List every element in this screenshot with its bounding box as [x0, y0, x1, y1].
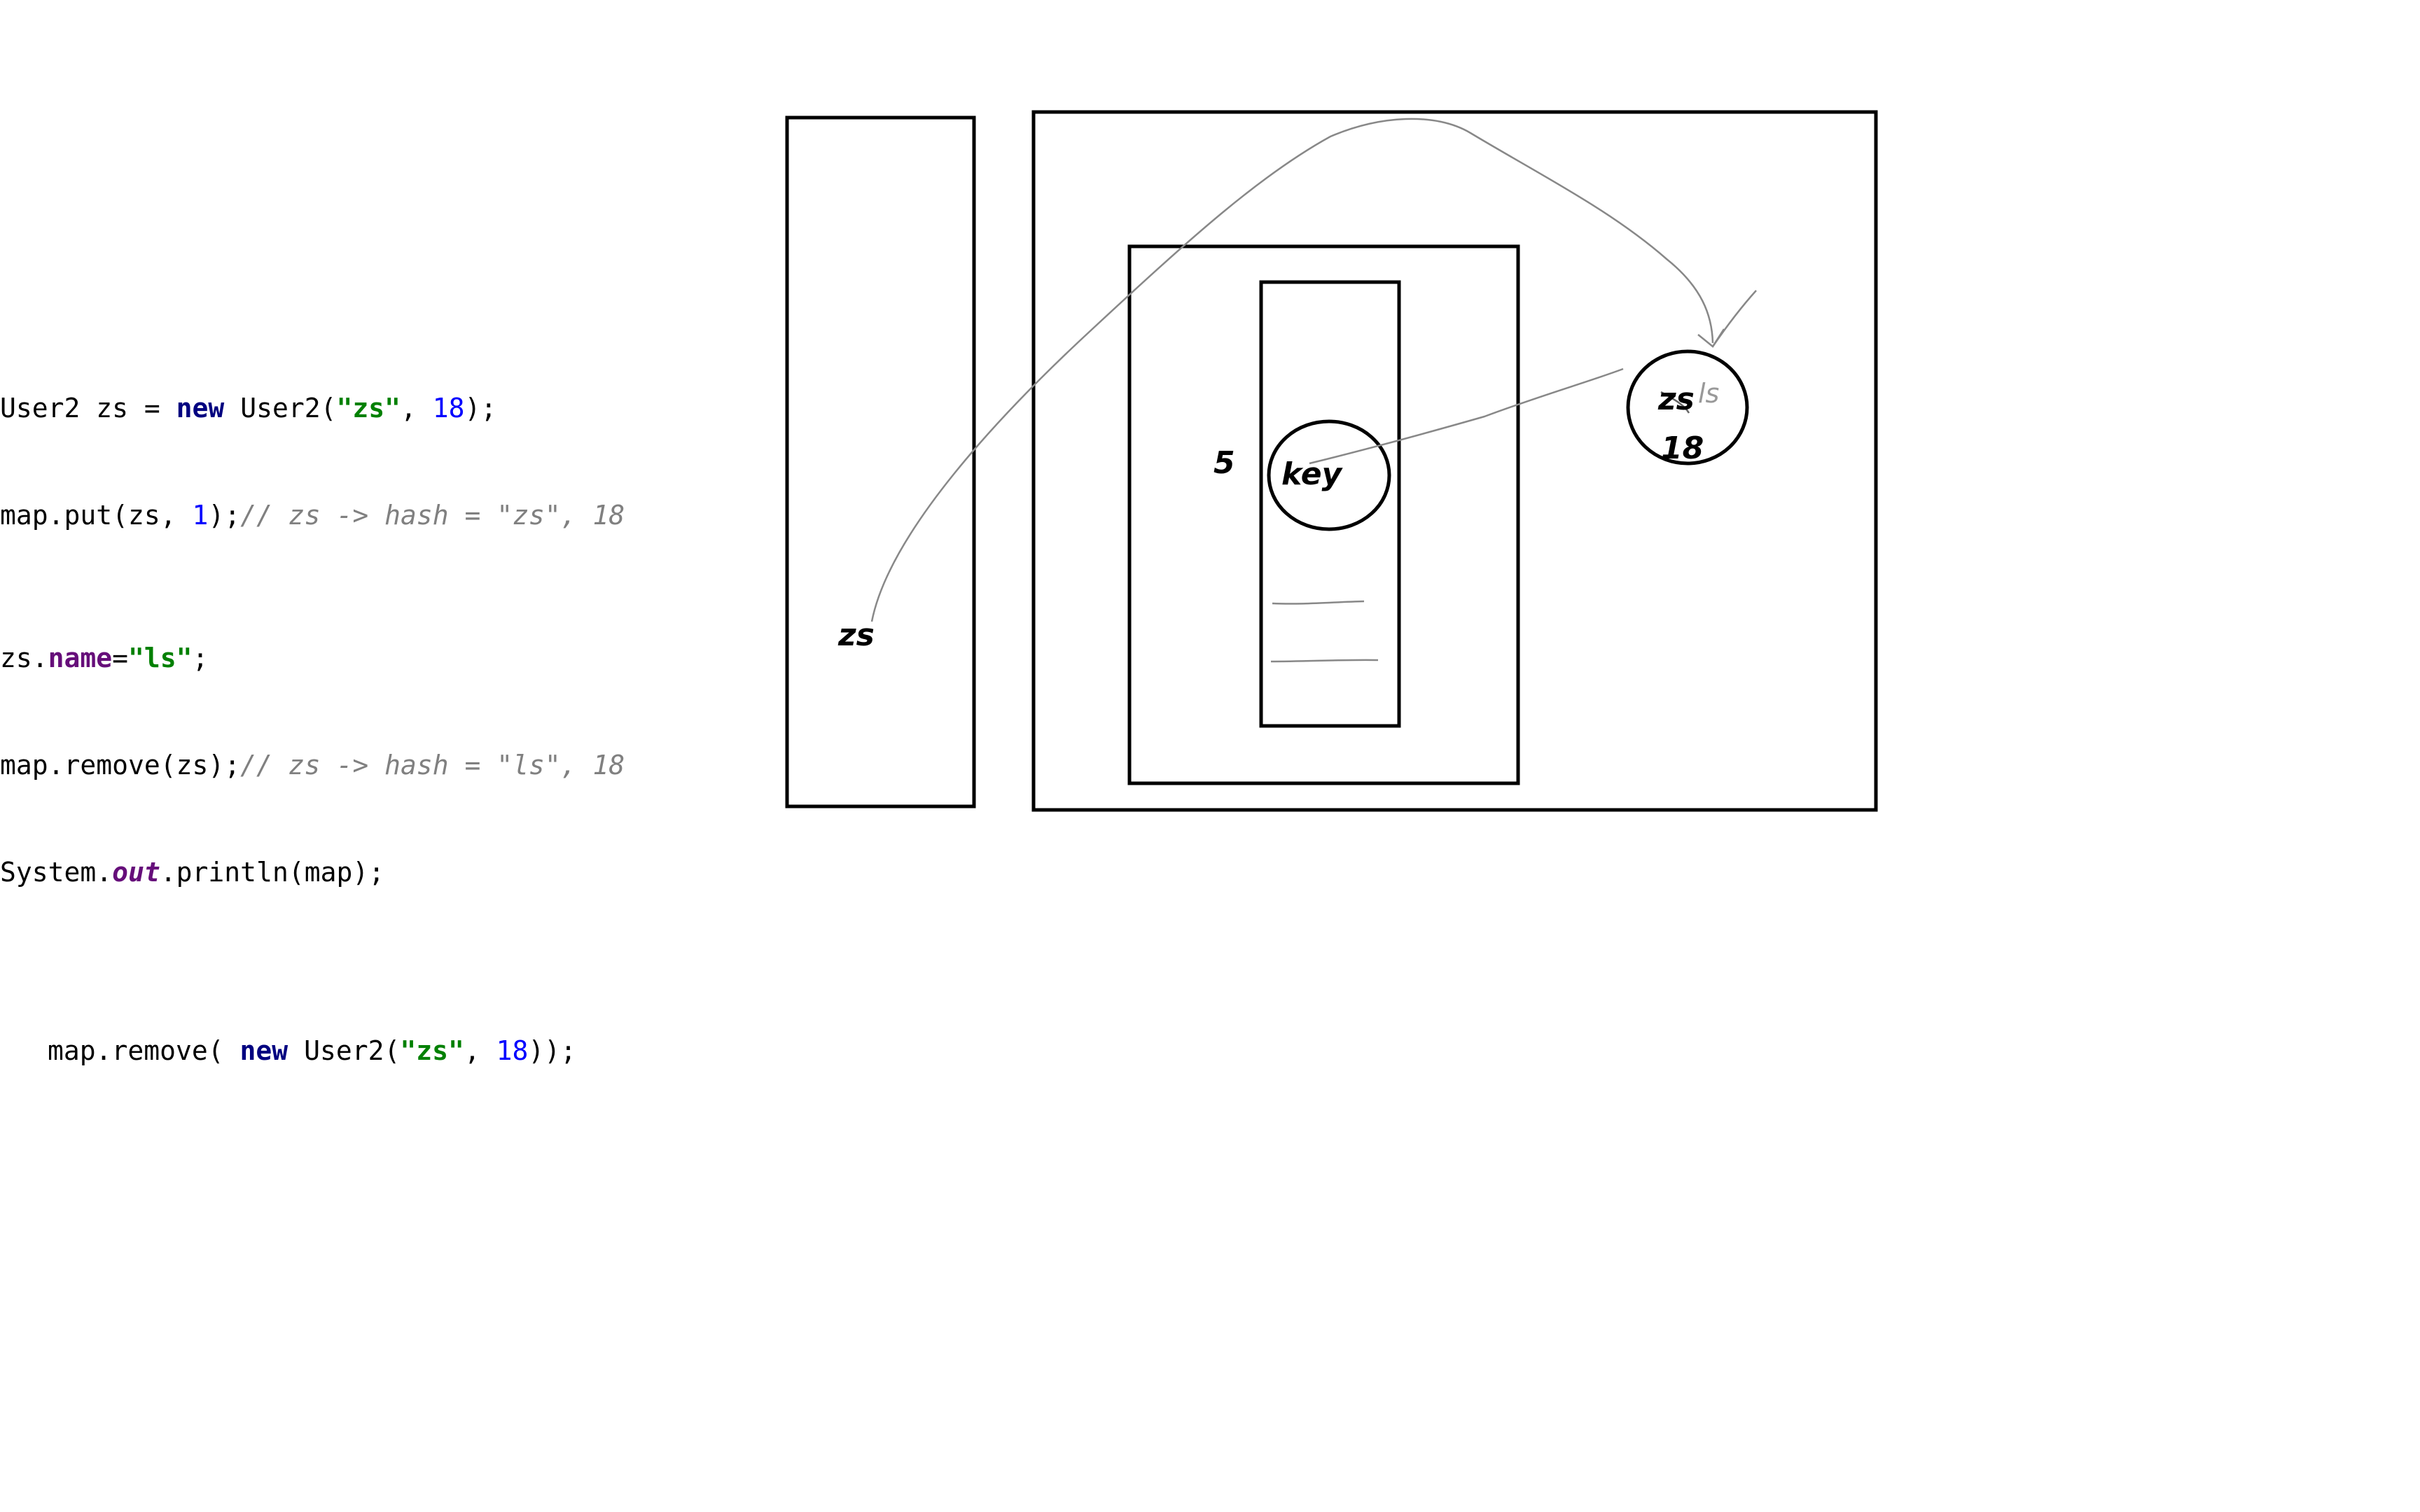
stack-frame-box: [785, 115, 976, 808]
code-comment: // zs -> hash = "ls", 18: [240, 750, 625, 780]
code-text: =: [112, 643, 129, 673]
heap-box: [1031, 110, 1878, 812]
code-text: ,: [400, 393, 433, 424]
code-line-1: User2 zs = new User2("zs", 18);: [0, 391, 625, 426]
code-text: map.put(zs,: [0, 500, 193, 531]
code-line-6: map.remove( new User2("zs", 18));: [0, 1033, 625, 1069]
code-string: "zs": [400, 1035, 464, 1066]
key-node-label: key: [1281, 456, 1344, 492]
code-text: );: [464, 393, 497, 424]
code-number: 18: [496, 1035, 529, 1066]
hashmap-box: [1127, 244, 1520, 785]
bucket-index-label: 5: [1214, 445, 1235, 481]
overwrite-scribble: [1660, 391, 1690, 414]
code-text: zs.: [0, 643, 48, 673]
arrow-head: [1711, 290, 1757, 347]
code-text: .println(map);: [160, 857, 385, 888]
empty-bucket-slot: [1270, 659, 1379, 663]
code-keyword: new: [176, 393, 225, 424]
reference-arrow: [870, 118, 1714, 622]
code-line-4: map.remove(zs);// zs -> hash = "ls", 18: [0, 748, 625, 783]
code-text: ));: [528, 1035, 577, 1066]
code-text: ,: [464, 1035, 496, 1066]
key-link-line: [1309, 368, 1624, 465]
code-text: User2 zs =: [0, 393, 176, 424]
code-line-5: System.out.println(map);: [0, 855, 625, 890]
code-text: map.remove(zs);: [0, 750, 241, 780]
code-number: 1: [192, 500, 209, 531]
code-text: );: [208, 500, 241, 531]
stack-var-label: zs: [837, 617, 875, 653]
code-line-3: zs.name="ls";: [0, 640, 625, 676]
code-snippet: User2 zs = new User2("zs", 18); map.put(…: [0, 319, 625, 1105]
code-line-2: map.put(zs, 1);// zs -> hash = "zs", 18: [0, 498, 625, 533]
key-node-circle: [1267, 419, 1391, 531]
code-comment: // zs -> hash = "zs", 18: [240, 500, 625, 531]
code-text: map.remove(: [48, 1035, 240, 1066]
code-string: "zs": [336, 393, 401, 424]
code-field: name: [48, 643, 113, 673]
code-string: "ls": [128, 643, 193, 673]
code-static-field: out: [112, 857, 160, 888]
bucket-array-box: [1259, 280, 1401, 728]
empty-bucket-slot: [1272, 600, 1365, 605]
code-text: ;: [192, 643, 209, 673]
code-text: User2(: [224, 393, 337, 424]
user-object-circle: [1626, 349, 1749, 465]
code-number: 18: [432, 393, 465, 424]
code-text: System.: [0, 857, 113, 888]
code-text: User2(: [288, 1035, 401, 1066]
object-name-label: zs: [1657, 382, 1695, 417]
object-overwrite-label: ls: [1698, 378, 1719, 409]
code-keyword: new: [239, 1035, 288, 1066]
object-age-label: 18: [1661, 430, 1704, 466]
